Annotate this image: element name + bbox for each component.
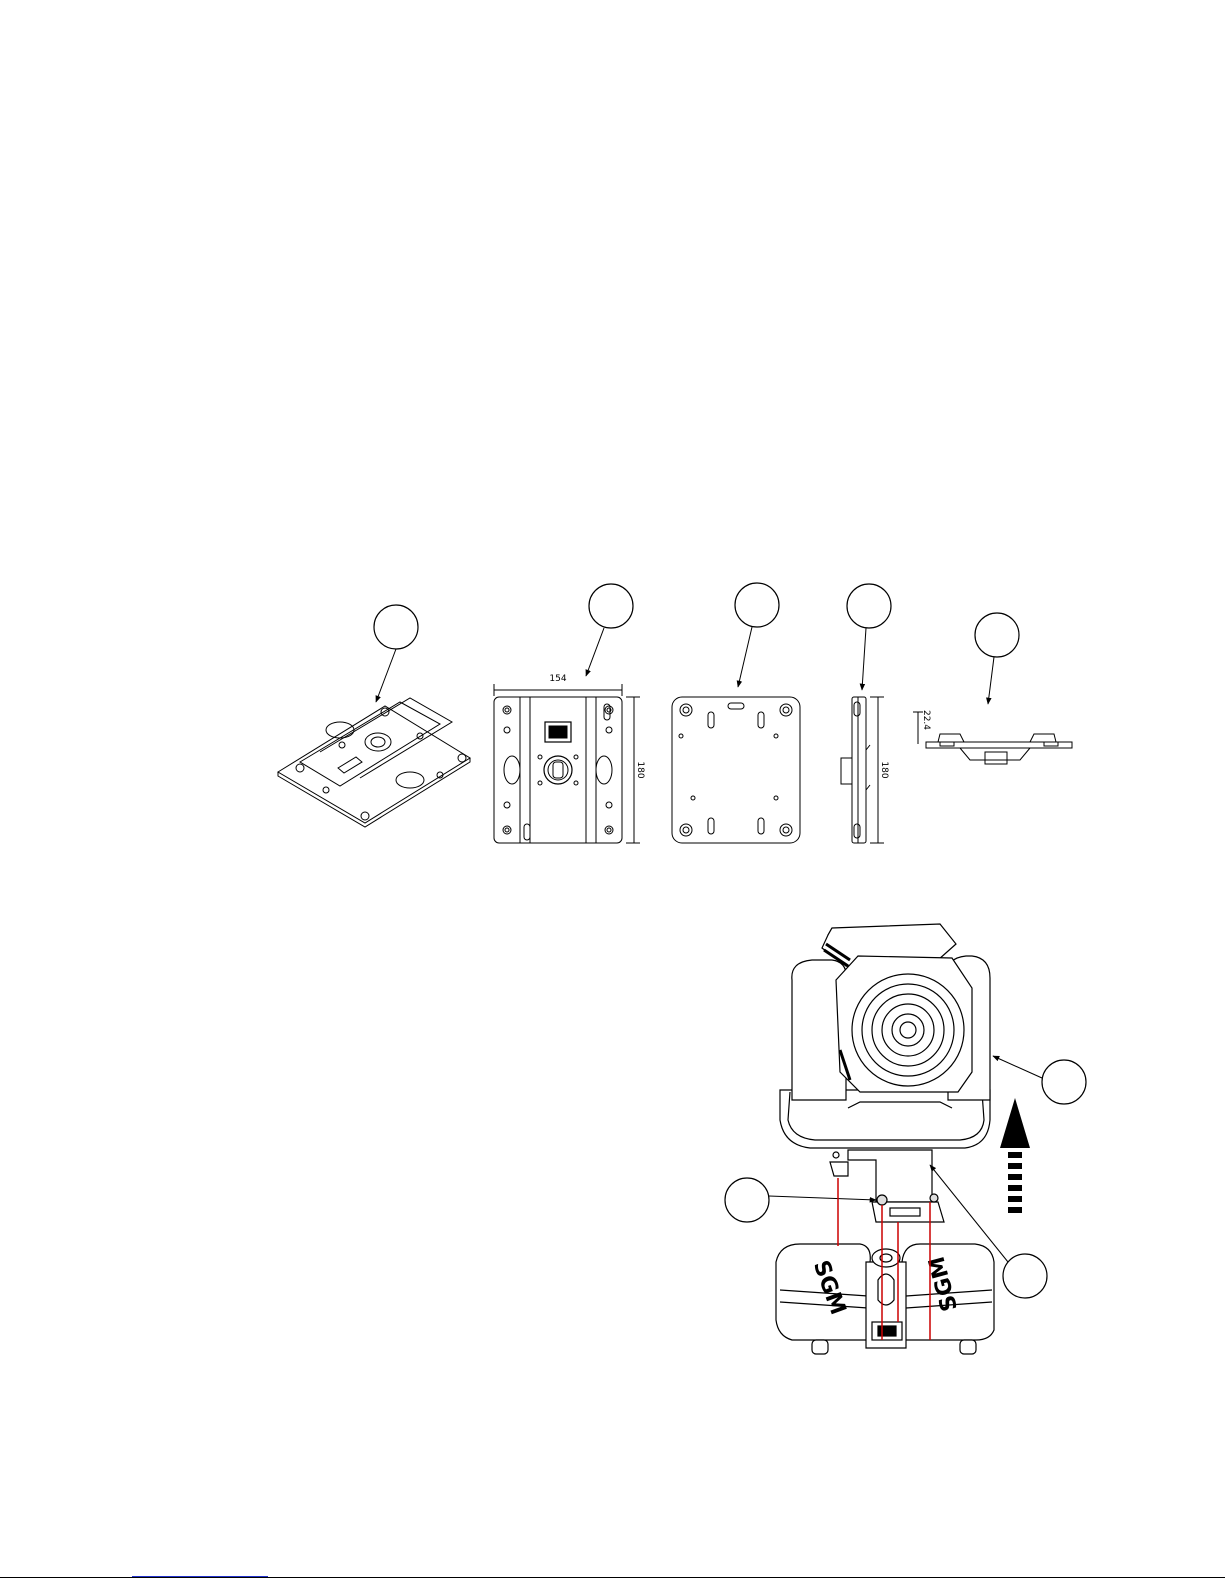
bracket-side-view [841, 697, 884, 843]
bracket-isometric-view [278, 698, 470, 827]
footer-link-underline [132, 1576, 268, 1577]
footer-rule [0, 1577, 1225, 1578]
callout-front-view [586, 584, 633, 676]
callout-back-view [735, 583, 779, 687]
callout-iso-view [374, 605, 418, 702]
callout-fixture [993, 1056, 1086, 1104]
dimension-height-front: 180 [635, 761, 645, 778]
lift-direction-arrow [1000, 1098, 1030, 1213]
bracket-edge-view [913, 712, 1072, 764]
callout-edge-view [975, 613, 1019, 704]
bracket-front-view [494, 684, 640, 843]
callout-fastener [725, 1178, 876, 1222]
dimension-depth: 22.4 [921, 710, 931, 730]
fixture-base [776, 1244, 994, 1354]
moving-head-fixture [780, 924, 990, 1148]
mounting-bracket-assembly [830, 1150, 944, 1222]
bracket-back-view [672, 697, 800, 843]
callout-side-view [847, 584, 891, 690]
dimension-width: 154 [549, 674, 566, 684]
dimension-height-side: 180 [879, 761, 889, 778]
